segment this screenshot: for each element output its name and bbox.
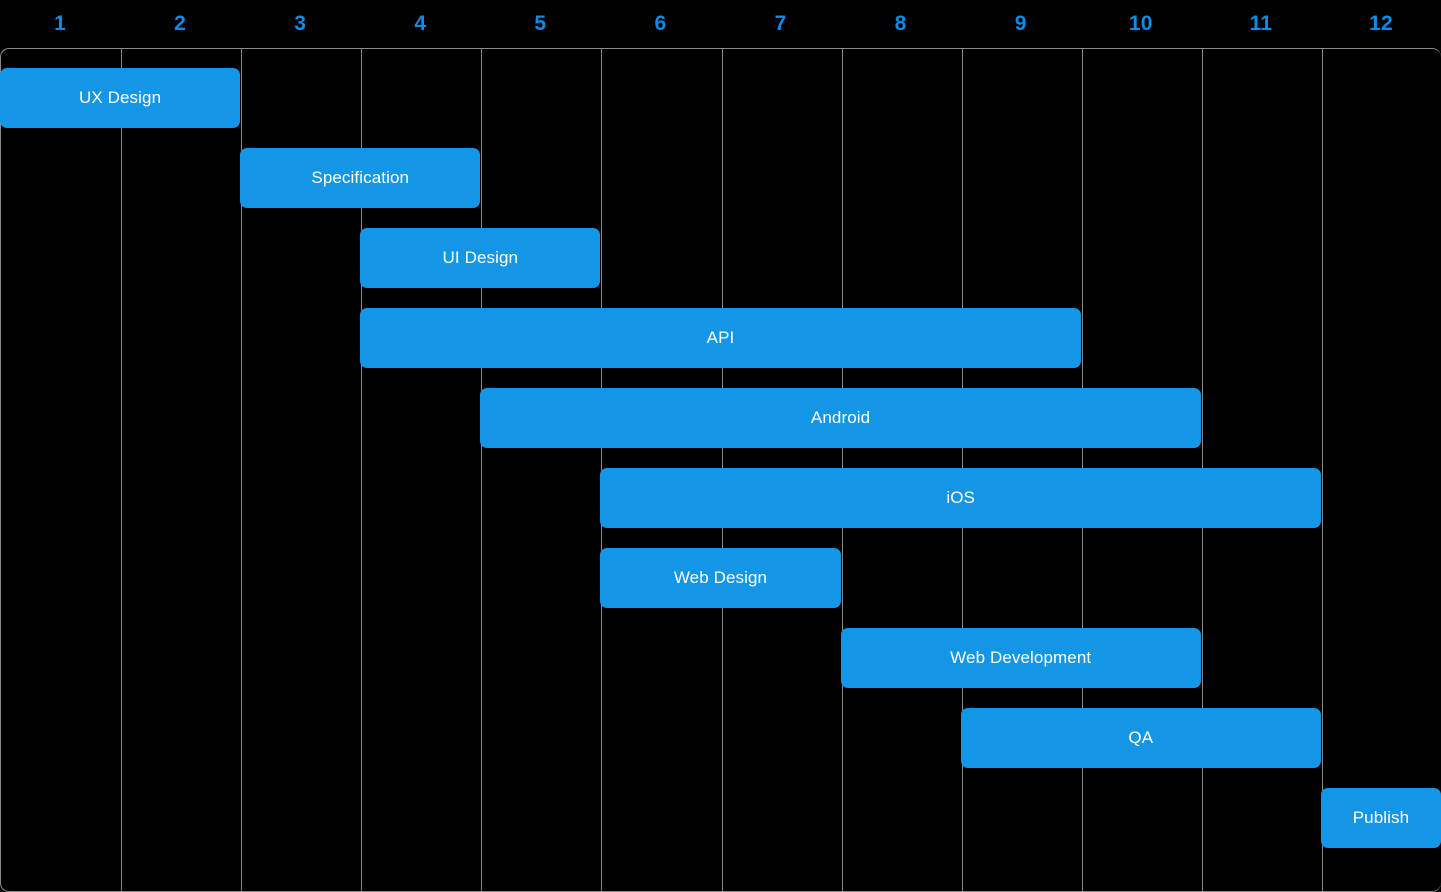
axis-tick-8: 8	[894, 12, 907, 35]
gantt-bar-api[interactable]: API	[360, 308, 1081, 368]
axis-tick-10: 10	[1128, 12, 1153, 35]
axis-tick-12: 12	[1369, 12, 1393, 35]
gantt-bar-web-design[interactable]: Web Design	[600, 548, 841, 608]
axis-tick-7: 7	[774, 12, 787, 35]
gridline-4	[481, 49, 482, 892]
axis-tick-1: 1	[54, 12, 66, 35]
gantt-bar-label: iOS	[946, 488, 975, 507]
gantt-bar-specification[interactable]: Specification	[240, 148, 481, 208]
gantt-bar-label: Publish	[1352, 808, 1410, 827]
gantt-bar-label: UI Design	[442, 248, 519, 267]
gantt-bar-label: Web Design	[673, 568, 768, 587]
axis-tick-4: 4	[414, 12, 427, 35]
axis-tick-5: 5	[534, 12, 547, 35]
axis-tick-9: 9	[1014, 12, 1027, 35]
gantt-bar-ios[interactable]: iOS	[600, 468, 1321, 528]
gantt-bar-label: Android	[810, 408, 871, 427]
gridline-1	[121, 49, 122, 892]
gantt-bar-qa[interactable]: QA	[960, 708, 1321, 768]
gantt-bar-publish[interactable]: Publish	[1320, 788, 1441, 848]
gantt-bar-android[interactable]: Android	[480, 388, 1201, 448]
gridline-11	[1322, 49, 1323, 892]
axis-tick-6: 6	[654, 12, 667, 35]
gantt-bar-label: UX Design	[78, 88, 162, 107]
gantt-bar-ui-design[interactable]: UI Design	[360, 228, 601, 288]
gridline-2	[241, 49, 242, 892]
axis-tick-11: 11	[1249, 12, 1273, 35]
gantt-bar-web-development[interactable]: Web Development	[840, 628, 1201, 688]
gantt-bar-label: API	[706, 328, 735, 347]
gantt-bar-ux-design[interactable]: UX Design	[0, 68, 241, 128]
gantt-bar-label: QA	[1128, 728, 1154, 747]
gridline-3	[361, 49, 362, 892]
gantt-bar-label: Specification	[311, 168, 410, 187]
gantt-bar-label: Web Development	[950, 648, 1092, 667]
axis-tick-3: 3	[294, 12, 307, 35]
axis-tick-2: 2	[174, 12, 187, 35]
